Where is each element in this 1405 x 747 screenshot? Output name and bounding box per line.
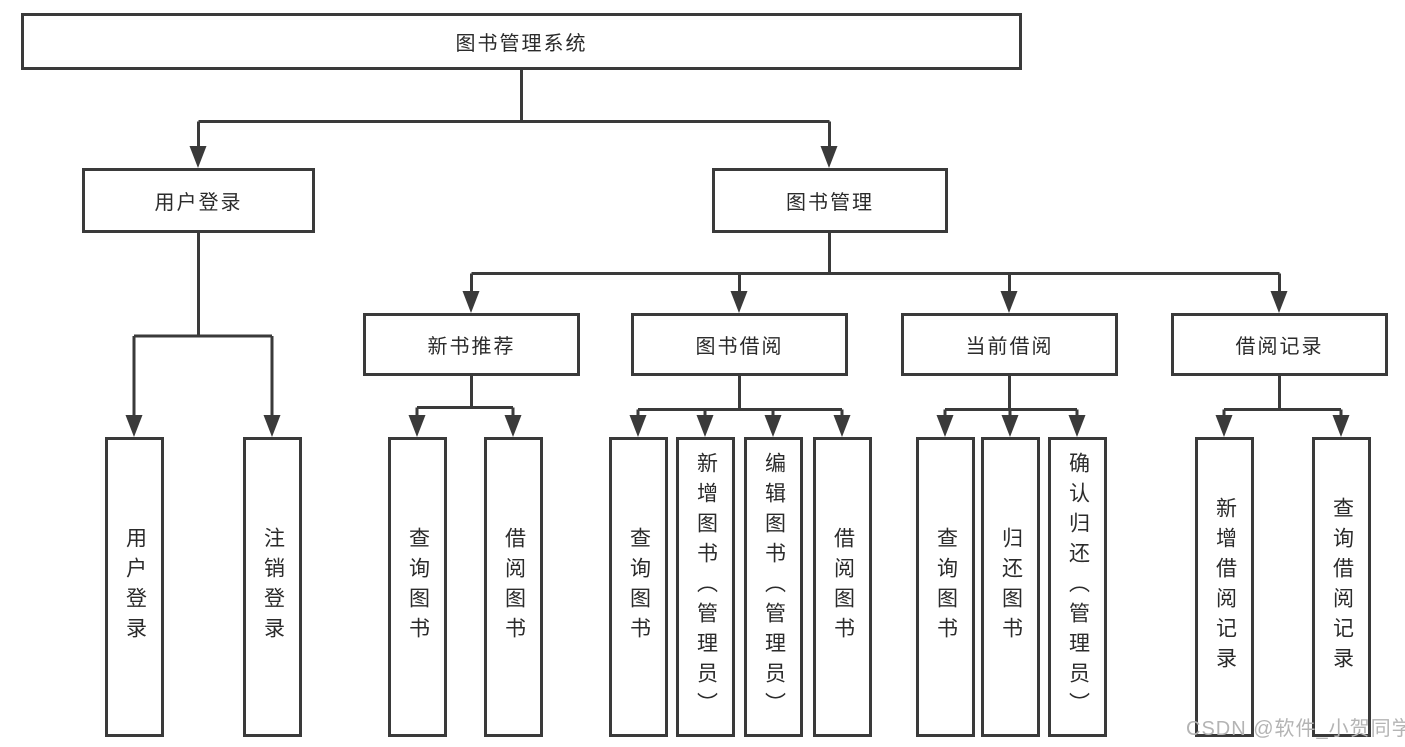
connector-borrow-records xyxy=(1222,375,1343,420)
arrow-down-icon xyxy=(1332,415,1350,437)
arrow-down-icon xyxy=(629,415,647,437)
arrow-down-icon xyxy=(1068,415,1086,437)
arrow-down-icon xyxy=(833,415,851,437)
leaf-confirm-return-admin: 确认归还（管理员） xyxy=(1048,437,1107,737)
arrow-down-icon xyxy=(730,291,748,313)
arrow-down-icon xyxy=(1000,291,1018,313)
leaf-add-borrow-record: 新增借阅记录 xyxy=(1195,437,1254,737)
leaf-add-books-admin: 新增图书（管理员） xyxy=(676,437,735,737)
connector-book-management xyxy=(470,232,1281,296)
arrow-down-icon xyxy=(1215,415,1233,437)
leaf-user-login: 用户登录 xyxy=(105,437,164,737)
node-user-login: 用户登录 xyxy=(82,168,315,233)
watermark: CSDN @软件_小贺同学 xyxy=(1186,718,1405,740)
connector-new-book xyxy=(415,375,515,420)
arrow-down-icon xyxy=(1001,415,1019,437)
leaf-query-borrow-record: 查询借阅记录 xyxy=(1312,437,1371,737)
node-library-management-system: 图书管理系统 xyxy=(21,13,1022,70)
arrow-down-icon xyxy=(408,415,426,437)
arrow-down-icon xyxy=(764,415,782,437)
node-current-borrow: 当前借阅 xyxy=(901,313,1118,376)
leaf-query-books: 查询图书 xyxy=(388,437,447,737)
node-new-book-recommend: 新书推荐 xyxy=(363,313,580,376)
connector-current-borrow xyxy=(943,375,1079,420)
arrow-down-icon xyxy=(263,415,281,437)
connector-book-borrow xyxy=(636,375,844,420)
leaf-borrow-books: 借阅图书 xyxy=(484,437,543,737)
leaf-query-books: 查询图书 xyxy=(916,437,975,737)
connector-user-login xyxy=(132,232,274,419)
leaf-return-books: 归还图书 xyxy=(981,437,1040,737)
leaf-query-books: 查询图书 xyxy=(609,437,668,737)
arrow-down-icon xyxy=(936,415,954,437)
leaf-borrow-books: 借阅图书 xyxy=(813,437,872,737)
arrow-down-icon xyxy=(504,415,522,437)
connector-root xyxy=(197,69,831,150)
leaf-logout: 注销登录 xyxy=(243,437,302,737)
node-book-management: 图书管理 xyxy=(712,168,948,233)
arrow-down-icon xyxy=(1270,291,1288,313)
arrow-down-icon xyxy=(820,146,838,168)
arrow-down-icon xyxy=(462,291,480,313)
node-borrow-records: 借阅记录 xyxy=(1171,313,1388,376)
arrow-down-icon xyxy=(696,415,714,437)
node-book-borrow: 图书借阅 xyxy=(631,313,848,376)
arrow-down-icon xyxy=(125,415,143,437)
leaf-edit-books-admin: 编辑图书（管理员） xyxy=(744,437,803,737)
arrow-down-icon xyxy=(189,146,207,168)
